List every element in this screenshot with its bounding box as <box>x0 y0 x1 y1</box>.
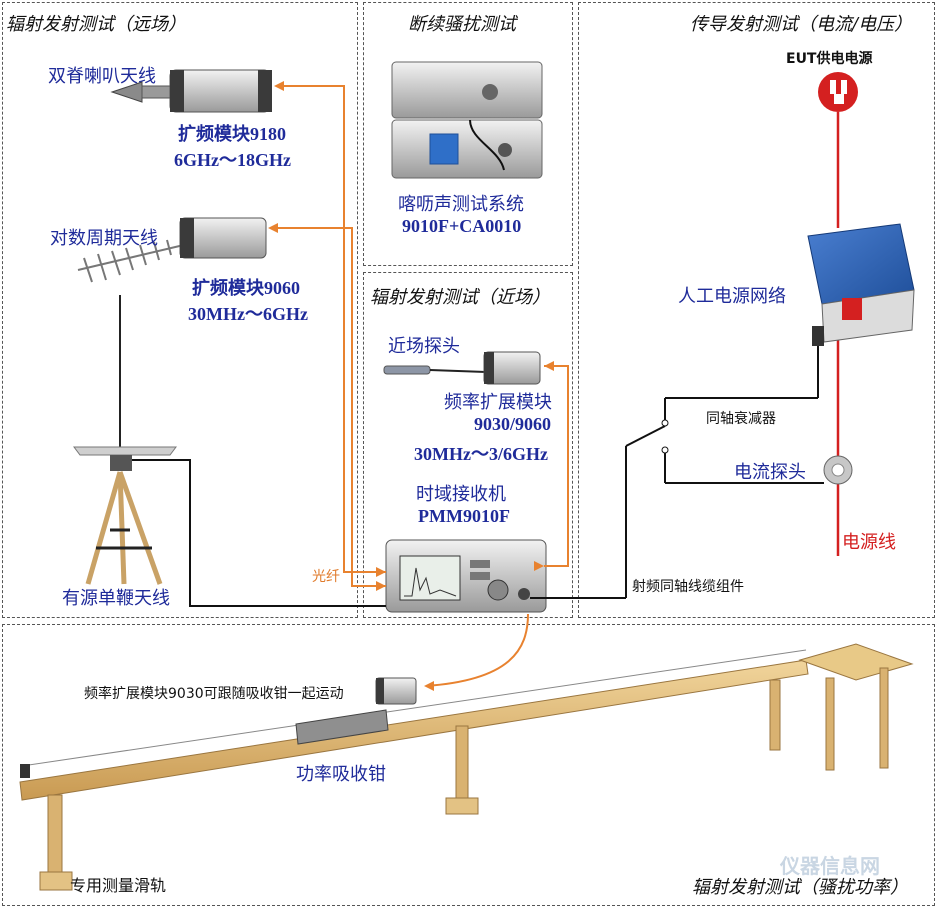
near-probe-label: 近场探头 <box>388 336 460 357</box>
power-plug-icon <box>818 72 858 112</box>
panel-conducted <box>578 2 935 618</box>
absorbing-clamp-icon <box>295 709 389 745</box>
current-probe-icon <box>823 455 853 485</box>
horn-antenna-label: 双脊喇叭天线 <box>48 66 156 87</box>
receiver-model-label: PMM9010F <box>418 506 510 526</box>
log-periodic-antenna-icon <box>77 239 189 283</box>
click-model-label: 9010F+CA0010 <box>402 216 522 236</box>
range-9060-label: 30MHz～6GHz <box>188 304 308 324</box>
title-conducted: 传导发射测试（电流/电压） <box>690 14 913 35</box>
module-9180-label: 扩频模块9180 <box>178 124 286 144</box>
measurement-rail-icon <box>19 643 914 891</box>
near-module-label: 频率扩展模块 <box>444 392 552 413</box>
log-antenna-label: 对数周期天线 <box>50 228 158 249</box>
near-module-model-label: 9030/9060 <box>474 414 552 434</box>
lisn-label: 人工电源网络 <box>678 286 786 307</box>
clamp-module-note: 频率扩展模块9030可跟随吸收钳一起运动 <box>84 686 344 702</box>
panel-power <box>2 624 935 906</box>
near-field-probe-icon <box>383 365 487 375</box>
absorbing-clamp-label: 功率吸收钳 <box>296 764 386 785</box>
rail-label: 专用测量滑轨 <box>70 876 167 895</box>
coax-switch-icon <box>530 346 824 599</box>
panel-far-field <box>2 2 358 618</box>
click-system-label: 喀呖声测试系统 <box>398 194 524 215</box>
eut-power-label: EUT供电电源 <box>786 51 873 67</box>
fiber-label: 光纤 <box>312 569 340 585</box>
panel-near-field <box>363 272 573 618</box>
clamp-module-icon <box>375 677 417 705</box>
near-module-icon <box>483 351 541 385</box>
receiver-pmm9010f-icon <box>385 539 547 613</box>
monopole-antenna-icon <box>73 295 177 471</box>
module-9180-icon <box>169 69 272 113</box>
rf-cable-label: 射频同轴线缆组件 <box>632 579 744 595</box>
monopole-label: 有源单鞭天线 <box>62 588 170 609</box>
horn-antenna-icon <box>110 81 173 103</box>
click-test-system-icon <box>391 61 543 179</box>
power-line-label: 电源线 <box>842 532 896 553</box>
title-power: 辐射发射测试（骚扰功率） <box>692 877 908 898</box>
current-probe-label: 电流探头 <box>734 462 806 483</box>
attenuator-label: 同轴衰减器 <box>706 411 776 427</box>
lisn-icon <box>807 223 915 346</box>
tripod-icon <box>85 471 163 585</box>
fiber-lines <box>270 85 569 687</box>
receiver-label: 时域接收机 <box>416 484 506 505</box>
module-9060-label: 扩频模块9060 <box>192 278 300 298</box>
title-far-field: 辐射发射测试（远场） <box>6 14 186 35</box>
watermark: 仪器信息网 <box>780 854 880 878</box>
title-click: 断续骚扰测试 <box>408 14 516 35</box>
range-9180-label: 6GHz～18GHz <box>174 150 291 170</box>
panel-click <box>363 2 573 266</box>
near-range-label: 30MHz～3/6GHz <box>414 444 548 464</box>
module-9060-icon <box>179 217 267 259</box>
title-near-field: 辐射发射测试（近场） <box>370 287 550 308</box>
